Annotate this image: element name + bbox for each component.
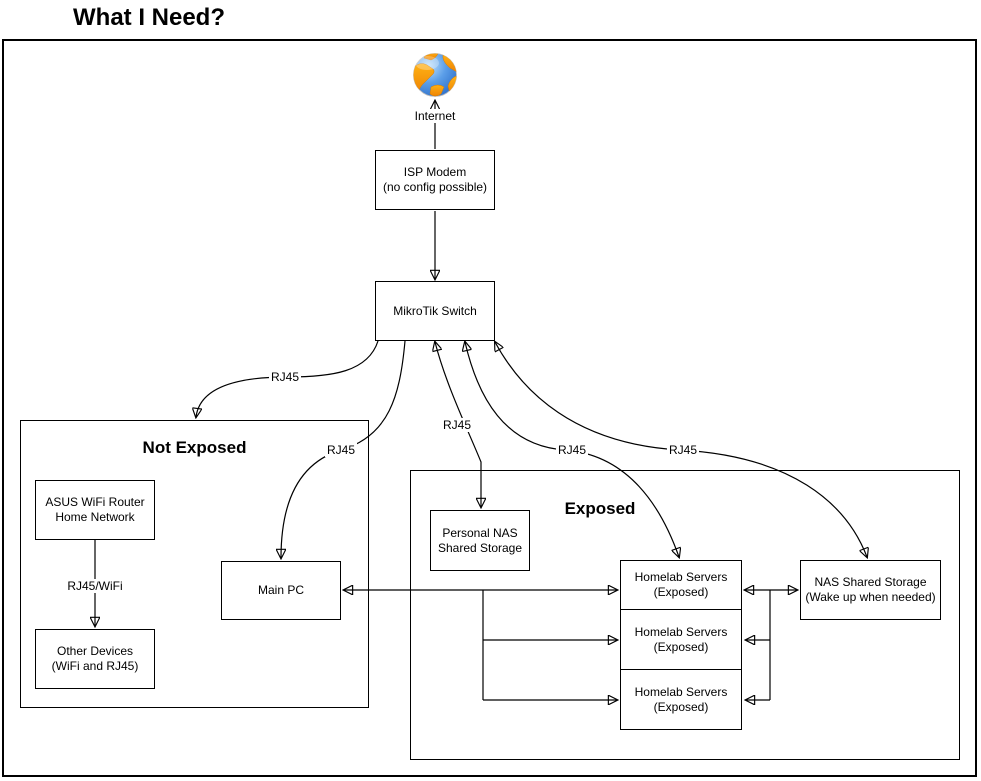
edge-label-rj45-nas-storage: RJ45 — [666, 443, 700, 457]
node-mikrotik-switch-label: MikroTik Switch — [393, 303, 477, 318]
node-asus-wifi-router-label: ASUS WiFi Router Home Network — [45, 495, 145, 524]
node-homelab-server-2-label: Homelab Servers (Exposed) — [634, 624, 728, 654]
node-nas-shared-storage: NAS Shared Storage (Wake up when needed) — [800, 560, 941, 620]
node-personal-nas-label: Personal NAS Shared Storage — [437, 525, 523, 555]
node-nas-shared-storage-label: NAS Shared Storage (Wake up when needed) — [805, 575, 936, 604]
edge-label-rj45-main-pc: RJ45 — [324, 443, 358, 457]
edge-label-rj45-wifi: RJ45/WiFi — [65, 579, 125, 593]
node-homelab-server-1-label: Homelab Servers (Exposed) — [634, 570, 728, 599]
node-main-pc-label: Main PC — [257, 583, 304, 597]
edge-label-rj45-not-exposed: RJ45 — [268, 370, 302, 384]
node-other-devices: Other Devices (WiFi and RJ45) — [35, 629, 155, 689]
internet-label: Internet — [412, 109, 458, 123]
node-homelab-server-3: Homelab Servers (Exposed) — [620, 669, 742, 730]
node-main-pc: Main PC — [221, 561, 341, 620]
internet-globe-icon — [413, 53, 457, 97]
node-asus-wifi-router: ASUS WiFi Router Home Network — [35, 480, 155, 540]
page-title: What I Need? — [73, 4, 226, 31]
node-isp-modem-label: ISP Modem (no config possible) — [382, 165, 488, 194]
diagram-border — [2, 39, 977, 777]
node-mikrotik-switch: MikroTik Switch — [375, 281, 495, 341]
node-homelab-server-1: Homelab Servers (Exposed) — [620, 560, 742, 610]
edge-label-rj45-personal-nas: RJ45 — [440, 418, 474, 432]
edge-label-rj45-homelab: RJ45 — [555, 443, 589, 457]
node-isp-modem: ISP Modem (no config possible) — [375, 150, 495, 210]
node-homelab-server-3-label: Homelab Servers (Exposed) — [634, 684, 728, 714]
node-homelab-server-2: Homelab Servers (Exposed) — [620, 609, 742, 670]
group-not-exposed-title: Not Exposed — [142, 438, 247, 457]
node-other-devices-label: Other Devices (WiFi and RJ45) — [51, 644, 139, 673]
group-not-exposed — [20, 420, 369, 708]
node-personal-nas: Personal NAS Shared Storage — [430, 510, 530, 571]
